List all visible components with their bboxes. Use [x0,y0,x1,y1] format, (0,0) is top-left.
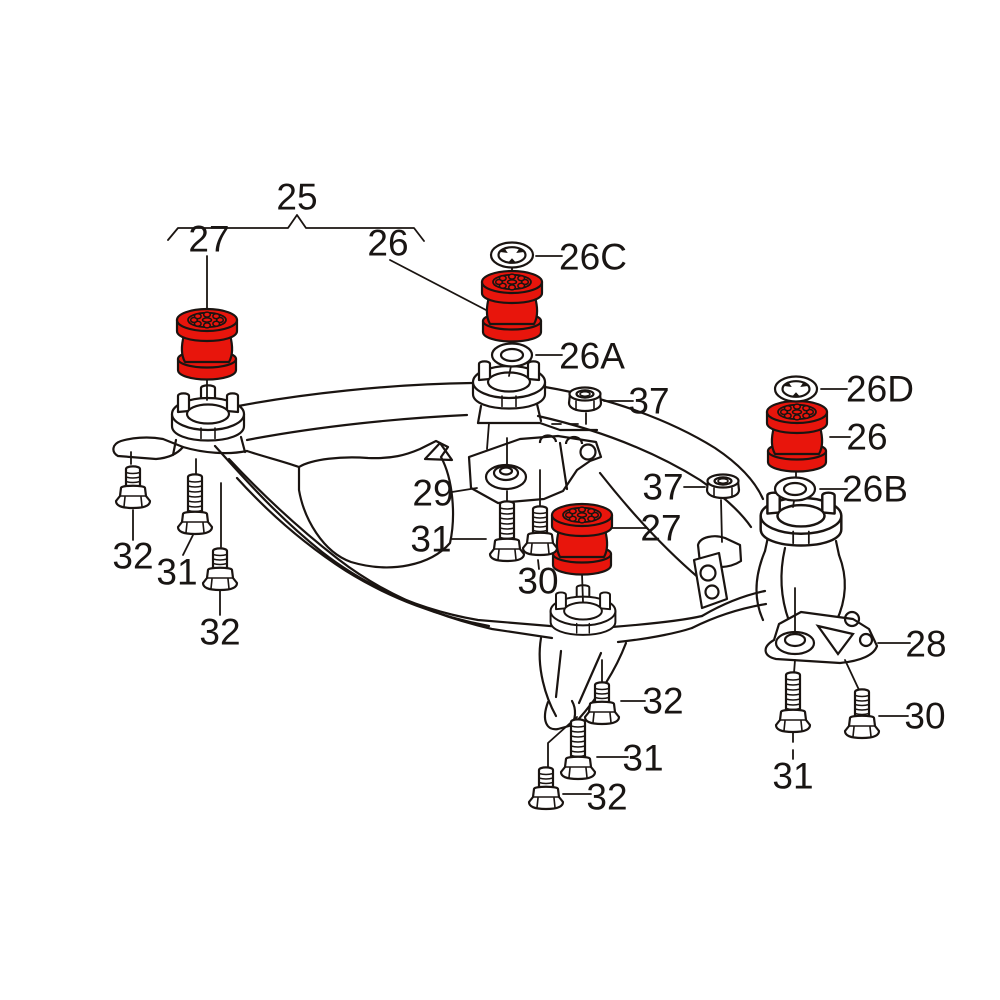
label-29: 29 [412,473,453,514]
bolt-31-center [488,500,526,563]
label-26A: 26A [559,336,625,377]
flat-washer-26A [490,342,534,368]
leader-29 [451,487,478,493]
stud-37-rear [720,499,723,543]
stem-27-center [581,573,584,603]
label-37-front: 37 [628,381,669,422]
bolt-32-left-lower [201,547,239,592]
frame-bolt-32-bottom-lower [547,716,578,769]
label-32-left-upper: 32 [112,536,153,577]
retainer-washer-26C [489,241,535,269]
flat-washer-26B [773,476,817,502]
leader-30-center [537,559,540,570]
label-26D: 26D [846,369,914,410]
bushing-26-rear [765,399,829,473]
bolt-32-bottom-lower [527,766,565,811]
retainer-washer-26D [773,375,819,403]
bolt-31-right [774,671,812,734]
label-32-bottom-lower: 32 [586,777,627,818]
frame-bolt-31-right [793,659,796,674]
nut-37-front [567,386,603,413]
stem-26A-mount [508,365,512,377]
bushing-27-front-left [175,307,239,381]
label-31-right: 31 [772,756,813,797]
label-26-front: 26 [367,223,408,264]
leader-26-front [389,259,487,311]
label-25-group: 25 [276,177,317,218]
label-27-front-left: 27 [188,219,229,260]
label-37-rear: 37 [642,467,683,508]
label-31-bottom: 31 [622,738,663,779]
bracket-25 [167,214,425,242]
label-26B: 26B [842,469,908,510]
frame-bolt-30-right [844,659,861,693]
label-30-center: 30 [517,561,558,602]
bolt-32-left-upper [114,465,152,510]
label-32-left-lower: 32 [199,612,240,653]
label-26C: 26C [559,237,627,278]
bushing-26-front [480,269,544,343]
label-30-right: 30 [904,696,945,737]
bushing-27-center [550,502,614,576]
label-31-left: 31 [156,552,197,593]
frame-29-link [486,422,490,450]
label-26-rear: 26 [846,417,887,458]
stem-31-left [182,534,194,556]
label-32-bottom-upper: 32 [642,681,683,722]
label-31-center: 31 [410,519,451,560]
bolt-30-right [843,688,881,740]
subframe-outline [112,381,879,731]
bolt-31-bottom [559,718,597,781]
bolt-32-bottom-upper [583,681,621,726]
stem-26B-mount [792,500,795,508]
label-27-center: 27 [640,508,681,549]
label-28: 28 [905,624,946,665]
nut-37-rear [705,473,741,500]
bolt-31-left [176,473,214,536]
subframe-mount-front-left [170,384,246,442]
